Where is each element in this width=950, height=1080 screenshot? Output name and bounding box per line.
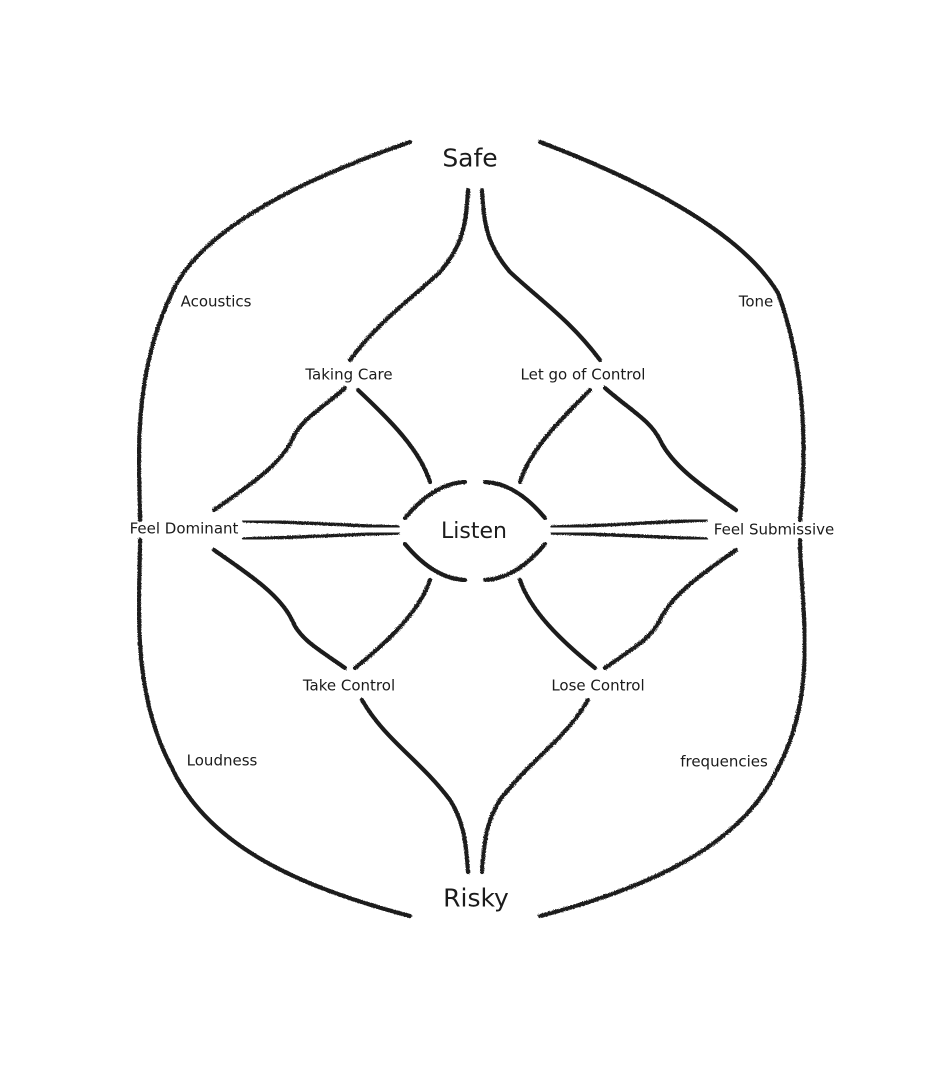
branch-safe-taking-care bbox=[347, 187, 471, 363]
center-ring-upper-left bbox=[402, 479, 468, 521]
label-take-control: Take Control bbox=[302, 676, 396, 695]
center-ring-lower-right bbox=[482, 541, 548, 583]
branch-let-go-feel-submissive bbox=[602, 385, 739, 513]
branch-risky-lose-control bbox=[479, 697, 591, 875]
branch-let-go-listen bbox=[517, 387, 593, 485]
branch-taking-care-feel-dominant bbox=[211, 385, 348, 513]
label-taking-care: Taking Care bbox=[305, 365, 393, 384]
label-loudness: Loudness bbox=[186, 751, 258, 770]
label-frequencies: frequencies bbox=[680, 752, 768, 771]
label-listen: Listen bbox=[441, 519, 507, 544]
connector-feel-dominant-listen-upper bbox=[242, 519, 400, 529]
branch-lose-control-listen bbox=[517, 577, 598, 671]
label-tone: Tone bbox=[738, 292, 774, 311]
connector-listen-feel-submissive-lower bbox=[550, 531, 708, 541]
center-ring-upper-right bbox=[482, 479, 548, 521]
label-feel-dominant: Feel Dominant bbox=[129, 519, 239, 538]
label-feel-submissive: Feel Submissive bbox=[713, 520, 835, 539]
branch-safe-let-go bbox=[479, 187, 603, 363]
outer-arc-lower-right bbox=[537, 765, 781, 919]
label-risky: Risky bbox=[443, 883, 509, 913]
branch-risky-take-control bbox=[359, 697, 471, 875]
branch-take-control-feel-dominant bbox=[211, 547, 348, 671]
branch-lose-control-feel-submissive bbox=[602, 547, 739, 671]
center-ring-lower-left bbox=[402, 541, 468, 583]
outer-arc-upper-right bbox=[537, 139, 781, 296]
outer-arc-left bbox=[136, 290, 175, 771]
outer-arc-lower-left bbox=[169, 765, 413, 919]
branch-take-control-listen bbox=[352, 577, 433, 671]
connector-feel-dominant-listen-lower bbox=[242, 531, 400, 541]
label-lose-control: Lose Control bbox=[551, 676, 645, 695]
label-safe: Safe bbox=[442, 143, 498, 173]
connector-listen-feel-submissive-upper bbox=[550, 518, 708, 529]
branch-taking-care-listen bbox=[355, 387, 433, 485]
label-acoustics: Acoustics bbox=[180, 292, 252, 311]
outer-arc-right bbox=[775, 290, 807, 771]
outer-arc-upper-left bbox=[169, 139, 413, 296]
label-let-go-of-control: Let go of Control bbox=[520, 365, 646, 384]
